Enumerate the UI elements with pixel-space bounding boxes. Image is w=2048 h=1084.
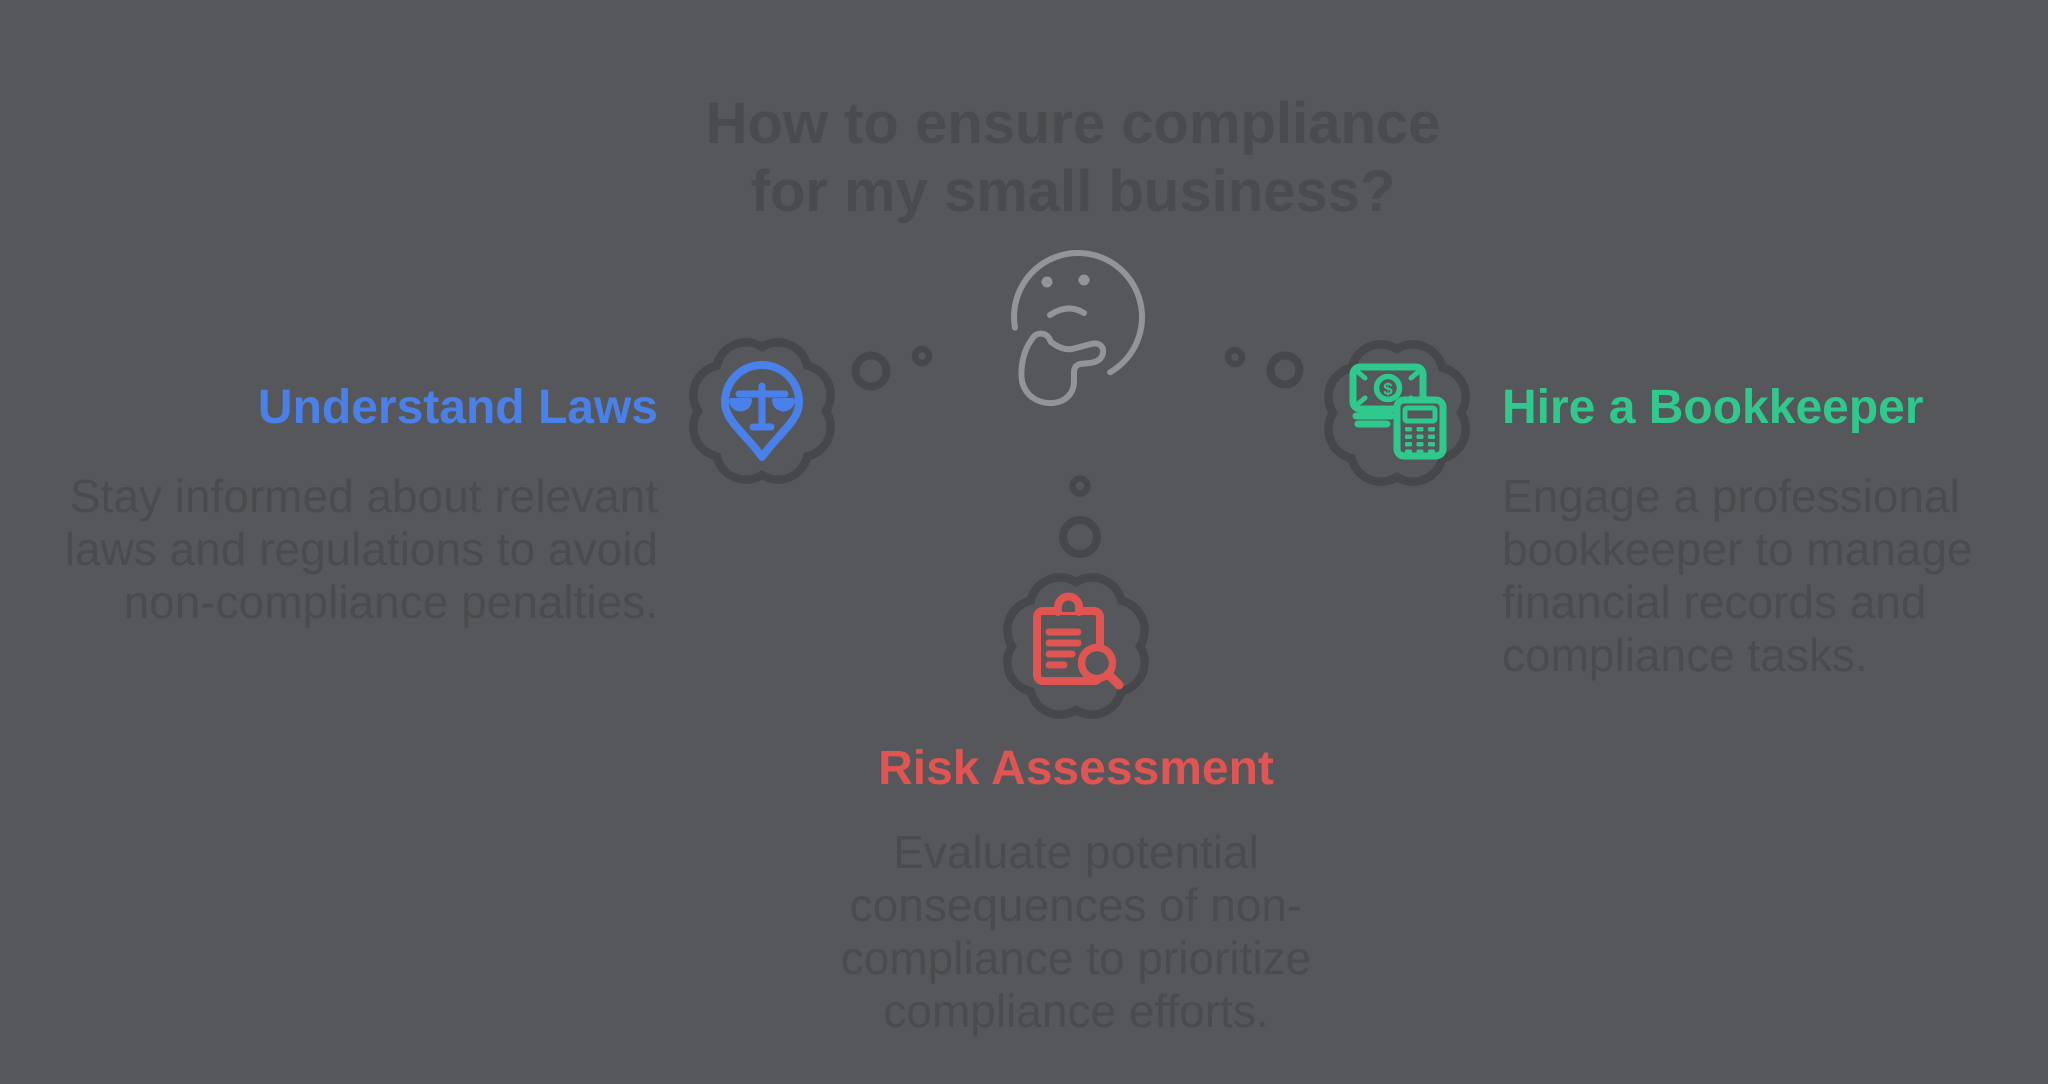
scales-location-pin-icon (721, 361, 803, 461)
description-understand-laws: Stay informed about relevant laws and re… (64, 470, 658, 628)
money-calculator-icon: $ (1349, 363, 1447, 460)
thought-cloud-bottom (1007, 577, 1144, 714)
thought-bubble-trail-left (851, 345, 933, 391)
thought-bubble-trail-bottom (1059, 475, 1101, 558)
label-hire-a-bookkeeper: Hire a Bookkeeper (1502, 381, 1924, 434)
page-title: How to ensure compliance for my small bu… (705, 90, 1441, 224)
label-understand-laws: Understand Laws (257, 381, 658, 434)
thinking-face-icon (1011, 250, 1146, 407)
description-risk-assessment: Evaluate potential consequences of non- … (840, 826, 1312, 1037)
magnifier-handle (1103, 669, 1124, 690)
label-risk-assessment: Risk Assessment (878, 742, 1274, 795)
svg-text:$: $ (1383, 380, 1393, 399)
clipboard-magnifier-icon (1033, 592, 1124, 690)
face-eye-right (1078, 274, 1090, 286)
thinking-hand (1018, 330, 1107, 407)
description-hire-a-bookkeeper: Engage a professional bookkeeper to mana… (1502, 470, 1973, 681)
magnifier-lens (1077, 643, 1117, 683)
face-eye-left (1041, 276, 1053, 288)
thought-bubble-trail-right (1224, 346, 1304, 389)
face-frown (1047, 305, 1087, 318)
thought-cloud-left (693, 342, 830, 479)
thought-cloud-right: $ (1328, 344, 1465, 481)
calculator-buttons (1405, 427, 1435, 454)
